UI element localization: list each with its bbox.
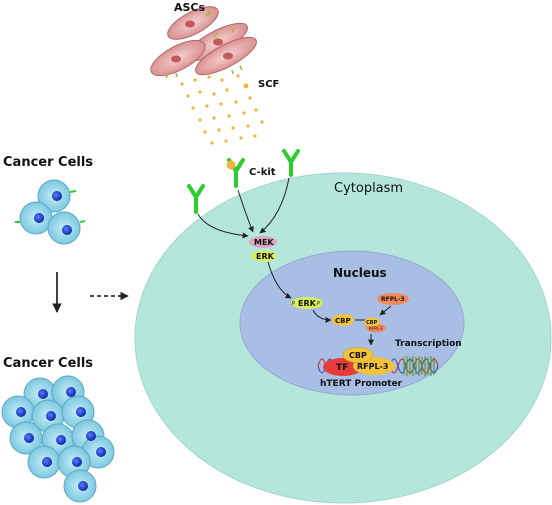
rfpl3-node (377, 293, 409, 305)
scf-label: SCF (258, 79, 279, 90)
erk-to-perk-arrow (267, 261, 292, 299)
cytoplasm-label: Cytoplasm (334, 181, 403, 196)
receptor-middle (226, 158, 245, 188)
mek-node (249, 236, 277, 248)
cancer-cells-bottom-label: Cancer Cells (3, 356, 93, 371)
ckit-label: C-kit (249, 167, 276, 178)
cbp-promoter-node (342, 347, 374, 363)
cbp-label: CBP (335, 317, 351, 325)
rfpl3-label: RFPL-3 (381, 296, 405, 303)
perk-post: P (317, 301, 320, 307)
perk-node (291, 297, 323, 309)
transcription-label: Transcription (395, 339, 462, 349)
perk-label: ERK (298, 299, 317, 308)
receptor-arrows (197, 177, 290, 239)
receptor-right (282, 149, 300, 177)
htert-promoter-label: hTERT Promoter (320, 379, 403, 389)
cancer-cells-top (15, 179, 86, 245)
ckit-receptors (187, 149, 300, 214)
cbp-node (332, 314, 354, 326)
tf-label: TF (336, 363, 348, 373)
receptor-left (187, 184, 205, 214)
perk-pre: P (292, 301, 295, 307)
erk-label: ERK (256, 252, 275, 261)
mek-label: MEK (254, 238, 274, 247)
rfpl3-complex-label: RFPL-3 (369, 326, 383, 331)
scf-dots (180, 74, 264, 145)
cancer-cells-bottom (1, 375, 115, 503)
nucleus-label: Nucleus (333, 266, 387, 280)
asc-cells (150, 6, 257, 79)
rfpl3-promoter-label: RFPL-3 (357, 362, 388, 371)
cbp-complex-label: CBP (366, 320, 377, 326)
perk-to-cbp-arrow (312, 309, 332, 323)
rfpl3-to-complex-arrow (379, 305, 392, 316)
erk-node (251, 250, 277, 262)
cbp-promoter-label: CBP (349, 351, 367, 360)
ascs-label: ASCs (174, 1, 206, 14)
cancer-cells-top-label: Cancer Cells (3, 155, 93, 170)
cbp-rfpl3-complex (364, 317, 386, 333)
